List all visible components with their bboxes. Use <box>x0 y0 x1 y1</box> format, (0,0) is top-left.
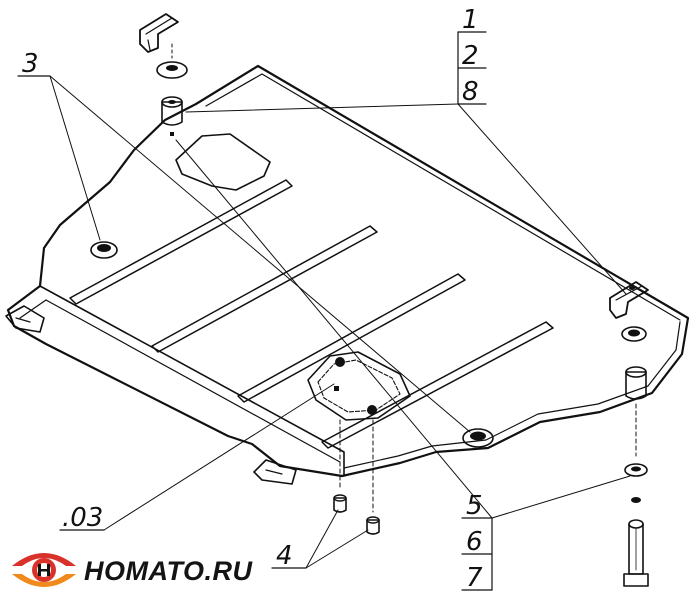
front-tab-bottom <box>253 459 297 485</box>
plate-rim-right <box>343 321 681 469</box>
callout-03: .03 <box>62 503 103 533</box>
front-fold <box>39 285 345 477</box>
brand-name: HOMATO.RU <box>84 556 253 586</box>
skid-plate <box>5 64 690 485</box>
callout-7: 7 <box>466 563 483 593</box>
bracket-right <box>609 281 649 319</box>
callout-2: 2 <box>462 41 479 71</box>
spacer-top-left <box>161 96 183 126</box>
hatch-center-mark <box>334 386 339 391</box>
plate-outline <box>6 64 690 478</box>
grommet-front <box>462 428 494 448</box>
plate-rim-top <box>205 73 681 321</box>
callout-4: 4 <box>276 541 293 571</box>
mount-hole-right <box>621 326 647 342</box>
bolt-long-right <box>623 519 649 587</box>
hatch-bolt-hole-rear <box>335 357 345 367</box>
rib-1 <box>69 179 293 305</box>
axis-mark-left <box>170 132 174 136</box>
front-tab-left-hole <box>15 317 31 323</box>
leader-lines <box>17 31 631 591</box>
stiffening-ribs <box>69 179 554 449</box>
callout-8: 8 <box>462 77 479 107</box>
rib-2 <box>151 225 378 353</box>
rear-cutout <box>175 133 271 191</box>
front-fold-inner <box>45 299 341 463</box>
washer-right <box>624 463 648 477</box>
hatch-bolt-hole-front <box>367 405 377 415</box>
front-tab-bottom-hole <box>265 469 283 475</box>
callout-6: 6 <box>466 527 483 557</box>
front-tab-left <box>5 305 45 333</box>
rib-4 <box>321 321 554 449</box>
bolt-1 <box>333 494 347 513</box>
bolt-2 <box>366 516 380 535</box>
front-fold-lower <box>19 299 47 319</box>
nut-right <box>631 497 641 503</box>
bracket-top-left <box>139 13 179 53</box>
brand-emblem-icon <box>12 553 76 587</box>
callout-5: 5 <box>466 491 483 521</box>
rib-3 <box>237 273 466 403</box>
callout-1: 1 <box>462 5 479 35</box>
brand-logo: HOMATO.RU <box>12 553 253 587</box>
spacer-right <box>625 366 647 400</box>
callout-3: 3 <box>22 49 39 79</box>
grommet-left <box>90 241 118 259</box>
drain-hatch <box>307 351 411 421</box>
washer-top-left <box>156 61 188 79</box>
